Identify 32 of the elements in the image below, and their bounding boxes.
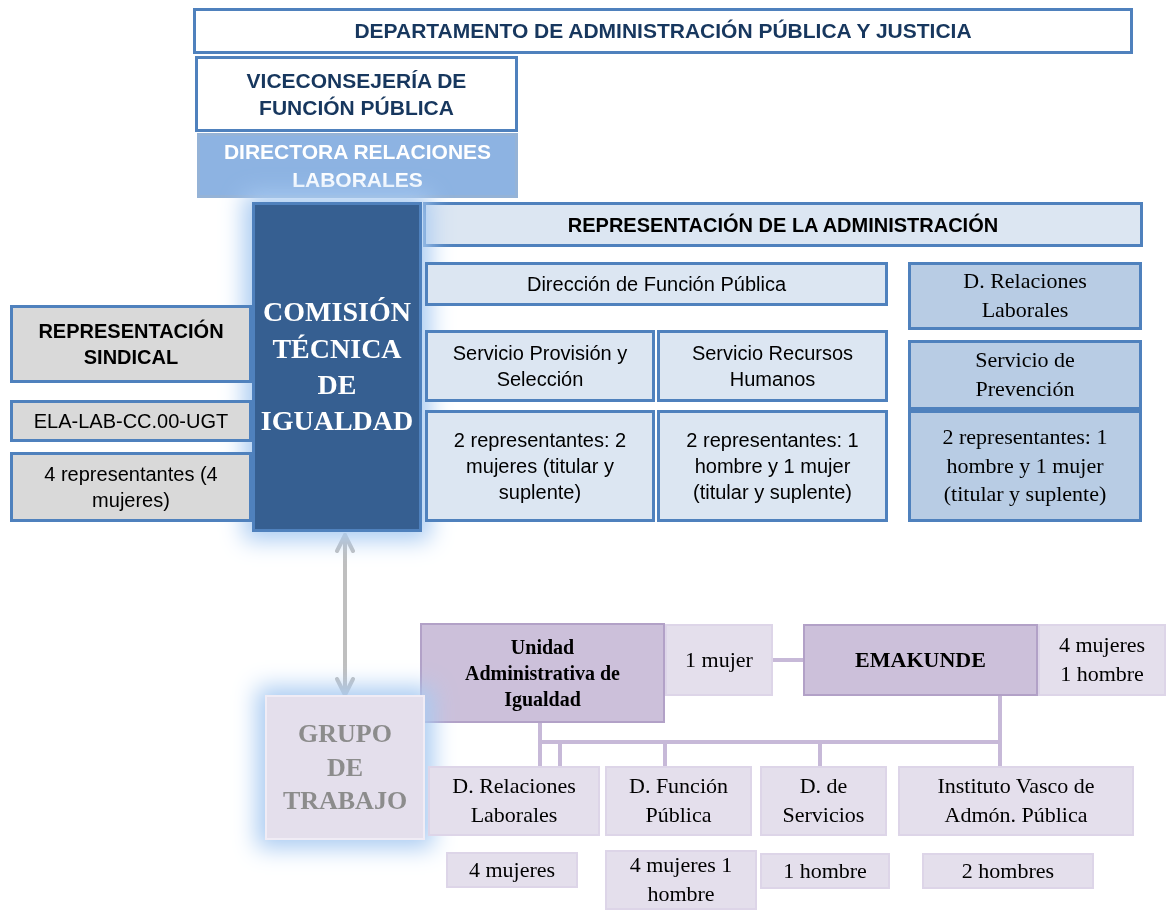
count-box: 2 hombres	[922, 853, 1094, 889]
connector-line	[773, 658, 803, 662]
director-box: DIRECTORA RELACIONES LABORALES	[197, 133, 518, 198]
commission-box: COMISIÓN TÉCNICA DE IGUALDAD	[252, 202, 422, 532]
section-header-box: REPRESENTACIÓN SINDICAL	[10, 305, 252, 383]
representatives-box: 4 representantes (4 mujeres)	[10, 452, 252, 522]
org-unit-box: D. de Servicios	[760, 766, 887, 836]
org-unit-box: D. Relaciones Laborales	[428, 766, 600, 836]
unit-box: Unidad Administrativa de Igualdad	[420, 623, 665, 723]
representatives-box: 2 representantes: 1 hombre y 1 mujer (titular y suplente)	[657, 410, 888, 522]
connector-line	[998, 696, 1002, 766]
org-unit-box: Servicio Recursos Humanos	[657, 330, 888, 402]
unit-box: EMAKUNDE	[803, 624, 1038, 696]
count-box: 4 mujeres 1 hombre	[1038, 624, 1166, 696]
org-unit-box: D. Relaciones Laborales	[908, 262, 1142, 330]
working-group-box: GRUPO DE TRABAJO	[265, 695, 425, 840]
vice-ministry-box: VICECONSEJERÍA DE FUNCIÓN PÚBLICA	[195, 56, 518, 132]
double-arrow	[335, 533, 355, 697]
org-unit-box: Instituto Vasco de Admón. Pública	[898, 766, 1134, 836]
count-box: 1 hombre	[760, 853, 890, 889]
org-unit-box: Servicio de Prevención	[908, 340, 1142, 410]
org-unit-box: Dirección de Función Pública	[425, 262, 888, 306]
count-box: 4 mujeres	[446, 852, 578, 888]
department-box: DEPARTAMENTO DE ADMINISTRACIÓN PÚBLICA Y JUSTICIA	[193, 8, 1133, 54]
representatives-box: 2 representantes: 1 hombre y 1 mujer (titular y suplente)	[908, 410, 1142, 522]
org-unit-box: D. Función Pública	[605, 766, 752, 836]
section-header-box: REPRESENTACIÓN DE LA ADMINISTRACIÓN	[423, 202, 1143, 247]
representatives-box: 2 representantes: 2 mujeres (titular y suplente)	[425, 410, 655, 522]
org-unit-box: Servicio Provisión y Selección	[425, 330, 655, 402]
union-box: ELA-LAB-CC.00-UGT	[10, 400, 252, 442]
count-box: 1 mujer	[665, 624, 773, 696]
count-box: 4 mujeres 1 hombre	[605, 850, 757, 910]
